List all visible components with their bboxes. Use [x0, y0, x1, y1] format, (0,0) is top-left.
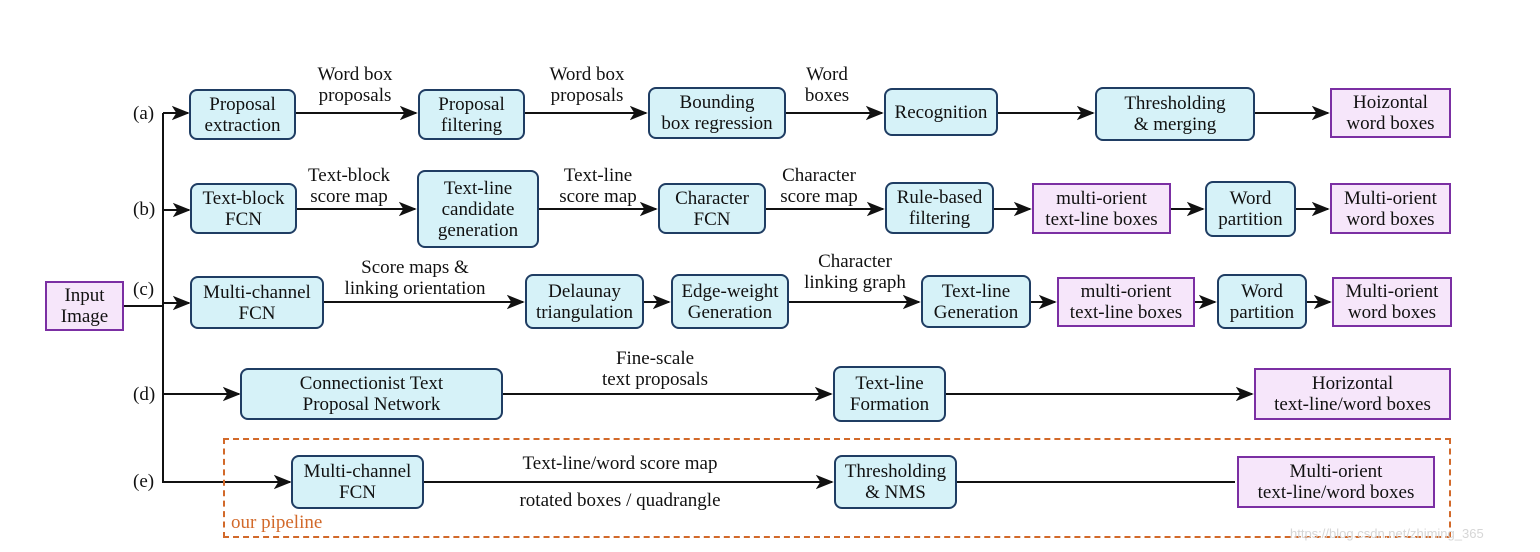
node-c-text-line-generation: Text-line Generation: [921, 275, 1031, 328]
edge-label-e-2: rotated boxes / quadrangle: [519, 490, 721, 511]
edge-label-b-2: Text-line score map: [559, 165, 637, 207]
watermark: https://blog.csdn.net/zhiming_365: [1290, 526, 1484, 541]
our-pipeline-dashed-box: [223, 438, 1451, 538]
edge-label-c-2: Character linking graph: [804, 251, 906, 293]
edge-label-e-1: Text-line/word score map: [522, 453, 718, 474]
node-d-text-line-formation: Text-line Formation: [833, 366, 946, 422]
node-c-output-multi-orient-word-boxes: Multi-orient word boxes: [1332, 277, 1452, 327]
node-c-delaunay-triangulation: Delaunay triangulation: [525, 274, 644, 329]
our-pipeline-label: our pipeline: [231, 512, 323, 533]
edge-label-c-1: Score maps & linking orientation: [344, 257, 486, 299]
node-e-thresholding-nms: Thresholding & NMS: [834, 455, 957, 509]
node-c-multi-orient-text-line-boxes: multi-orient text-line boxes: [1057, 277, 1195, 327]
node-b-text-block-fcn: Text-block FCN: [190, 183, 297, 234]
node-b-output-multi-orient-word-boxes: Multi-orient word boxes: [1330, 183, 1451, 234]
input-image-node: Input Image: [45, 281, 124, 331]
node-e-multi-channel-fcn: Multi-channel FCN: [291, 455, 424, 509]
row-label-d: (d): [133, 384, 156, 405]
node-b-text-line-candidate-generation: Text-line candidate generation: [417, 170, 539, 248]
edge-label-a-1: Word box proposals: [317, 64, 393, 106]
node-a-recognition: Recognition: [884, 88, 998, 136]
node-a-output-horizontal-word-boxes: Hoizontal word boxes: [1330, 88, 1451, 138]
node-d-output-horizontal-text-line-word-boxes: Horizontal text-line/word boxes: [1254, 368, 1451, 420]
node-c-edge-weight-generation: Edge-weight Generation: [671, 274, 789, 329]
edge-label-d-1: Fine-scale text proposals: [601, 348, 709, 390]
edge-label-a-3: Word boxes: [804, 64, 850, 106]
row-label-a: (a): [133, 103, 155, 124]
row-label-b: (b): [133, 199, 156, 220]
edge-label-b-3: Character score map: [780, 165, 858, 207]
row-label-e: (e): [133, 471, 155, 492]
edge-label-b-1: Text-block score map: [307, 165, 391, 207]
node-a-proposal-extraction: Proposal extraction: [189, 89, 296, 140]
node-b-character-fcn: Character FCN: [658, 183, 766, 234]
node-c-word-partition: Word partition: [1217, 274, 1307, 329]
node-a-bounding-box-regression: Bounding box regression: [648, 87, 786, 139]
node-d-connectionist-text-proposal-network: Connectionist Text Proposal Network: [240, 368, 503, 420]
node-b-word-partition: Word partition: [1205, 181, 1296, 237]
node-e-output-multi-orient-text-line-word-boxes: Multi-orient text-line/word boxes: [1237, 456, 1435, 508]
node-b-multi-orient-text-line-boxes: multi-orient text-line boxes: [1032, 183, 1171, 234]
row-label-c: (c): [133, 279, 155, 300]
node-a-proposal-filtering: Proposal filtering: [418, 89, 525, 140]
node-b-rule-based-filtering: Rule-based filtering: [885, 182, 994, 234]
edge-label-a-2: Word box proposals: [549, 64, 625, 106]
node-a-thresholding-merging: Thresholding & merging: [1095, 87, 1255, 141]
node-c-multi-channel-fcn: Multi-channel FCN: [190, 276, 324, 329]
